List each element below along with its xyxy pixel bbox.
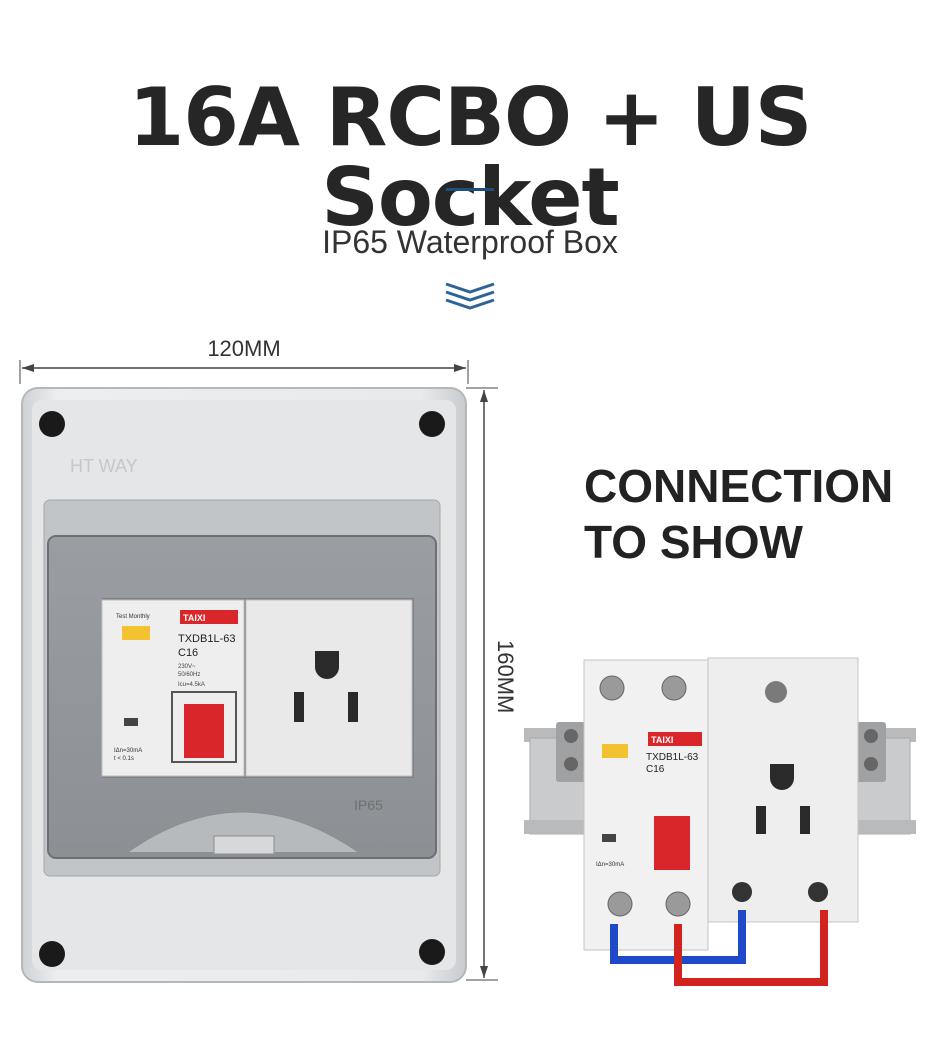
breaker-spec-line3: Icu=4.5kA [178,682,205,688]
page-title: 16A RCBO + US Socket [128,71,813,244]
chevron-down-icon [445,282,495,310]
connection-heading-line1: CONNECTION [584,460,894,512]
width-dimension-line [19,360,469,384]
connection-breaker-rating: C16 [646,764,665,775]
connection-breaker-model: TXDB1L-63 [646,752,699,763]
waterproof-enclosure: HT WAY IP65 TAIXI Test Monthly TXDB1L-63… [21,387,467,983]
height-dimension-line [466,387,498,981]
height-dimension-label: 160MM [493,640,518,714]
breaker-brand: TAIXI [183,613,205,623]
width-dimension-label: 120MM [207,336,281,361]
connection-breaker-brand: TAIXI [651,735,673,745]
title-divider [446,188,494,191]
breaker-spec-line2: 50/60Hz [178,672,200,678]
enclosure-brand-mark: HT WAY [70,456,138,476]
breaker-test-label: Test Monthly [116,614,150,620]
breaker-model: TXDB1L-63 [178,633,235,645]
page-subtitle: IP65 Waterproof Box [322,224,618,260]
breaker-residual-current: IΔn=30mA [114,748,142,754]
connection-illustration: TAIXI TXDB1L-63 C16 IΔn=30mA [524,657,916,986]
breaker-trip-time: t < 0.1s [114,756,134,762]
connection-breaker-residual: IΔn=30mA [596,862,624,868]
enclosure-rating-mark: IP65 [354,797,383,813]
breaker-rating: C16 [178,647,198,659]
breaker-spec-line1: 230V~ [178,664,196,670]
connection-heading: CONNECTION TO SHOW [584,458,924,570]
connection-heading-line2: TO SHOW [584,516,803,568]
